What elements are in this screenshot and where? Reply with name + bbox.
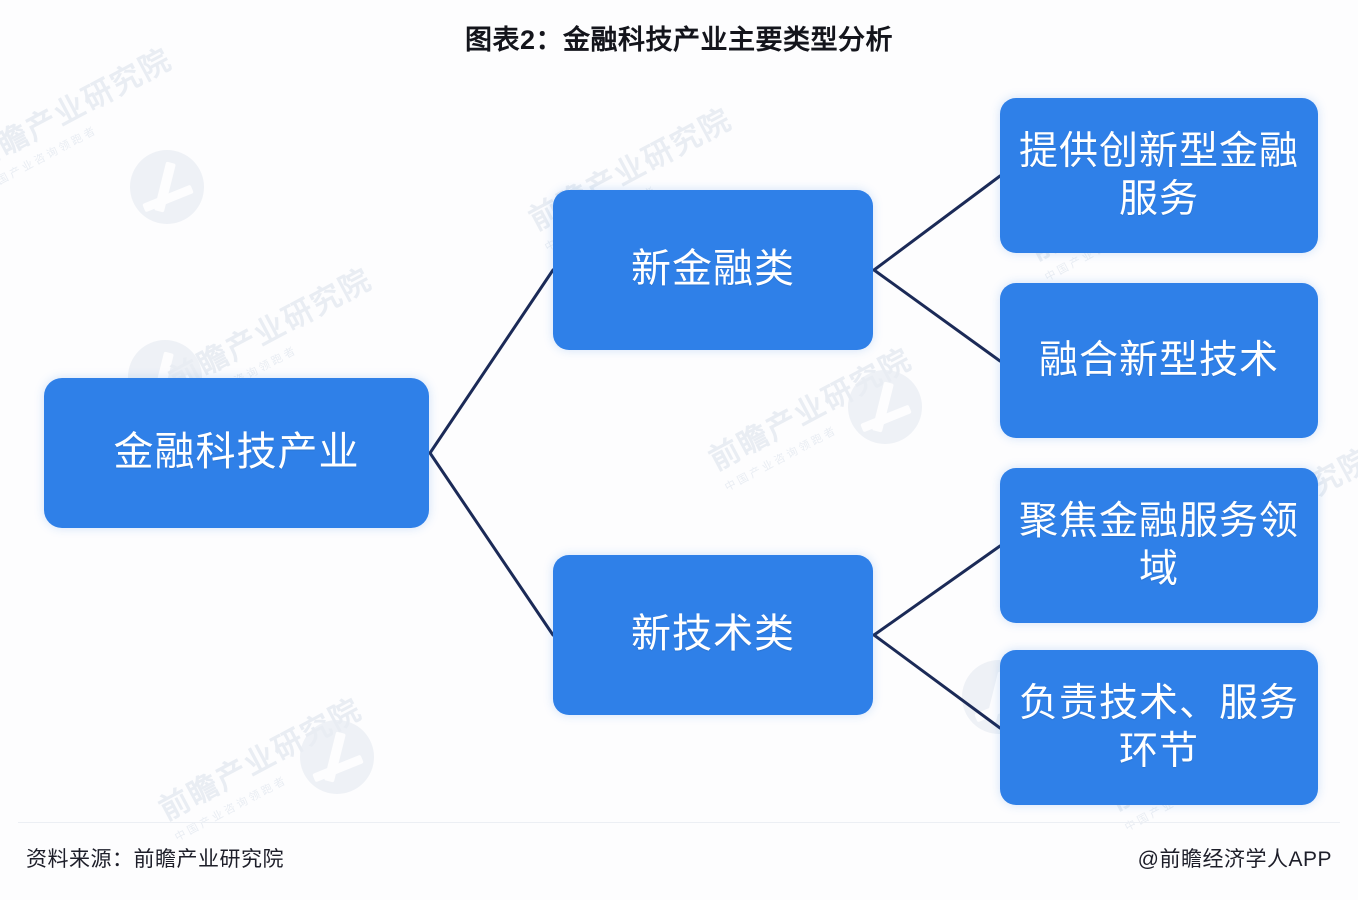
node-leaf-innovative-financial-services[interactable]: 提供创新型金融服务	[1000, 98, 1318, 253]
footer: 资料来源：前瞻产业研究院 @前瞻经济学人APP	[0, 838, 1358, 878]
connector-newtech-to-leaf3	[872, 544, 1002, 637]
node-branch-new-finance-label: 新金融类	[631, 247, 795, 292]
connector-root-to-newfinance	[428, 268, 555, 455]
node-leaf-responsible-tech-service-links-label: 负责技术、服务环节	[1018, 681, 1299, 773]
footer-divider	[18, 822, 1340, 823]
footer-app-text: @前瞻经济学人APP	[1137, 848, 1332, 871]
chart-title: 图表2：金融科技产业主要类型分析	[464, 25, 893, 55]
node-branch-new-technology[interactable]: 新技术类	[553, 555, 873, 715]
node-leaf-focus-financial-services-domain[interactable]: 聚焦金融服务领域	[1000, 468, 1318, 623]
node-leaf-integrate-new-technology[interactable]: 融合新型技术	[1000, 283, 1318, 438]
footer-source-text: 资料来源：前瞻产业研究院	[26, 848, 284, 871]
node-branch-new-technology-label: 新技术类	[631, 612, 795, 657]
node-branch-new-finance[interactable]: 新金融类	[553, 190, 873, 350]
node-root[interactable]: 金融科技产业	[44, 378, 429, 528]
connector-newfinance-to-leaf1	[872, 174, 1002, 272]
connector-newtech-to-leaf4	[872, 633, 1002, 730]
connector-root-to-newtech	[428, 451, 555, 637]
node-leaf-focus-financial-services-domain-label: 聚焦金融服务领域	[1018, 499, 1299, 591]
node-leaf-integrate-new-technology-label: 融合新型技术	[1038, 338, 1279, 382]
node-root-label: 金融科技产业	[113, 430, 360, 475]
connector-newfinance-to-leaf2	[872, 268, 1002, 363]
node-leaf-innovative-financial-services-label: 提供创新型金融服务	[1018, 129, 1299, 221]
node-leaf-responsible-tech-service-links[interactable]: 负责技术、服务环节	[1000, 650, 1318, 805]
